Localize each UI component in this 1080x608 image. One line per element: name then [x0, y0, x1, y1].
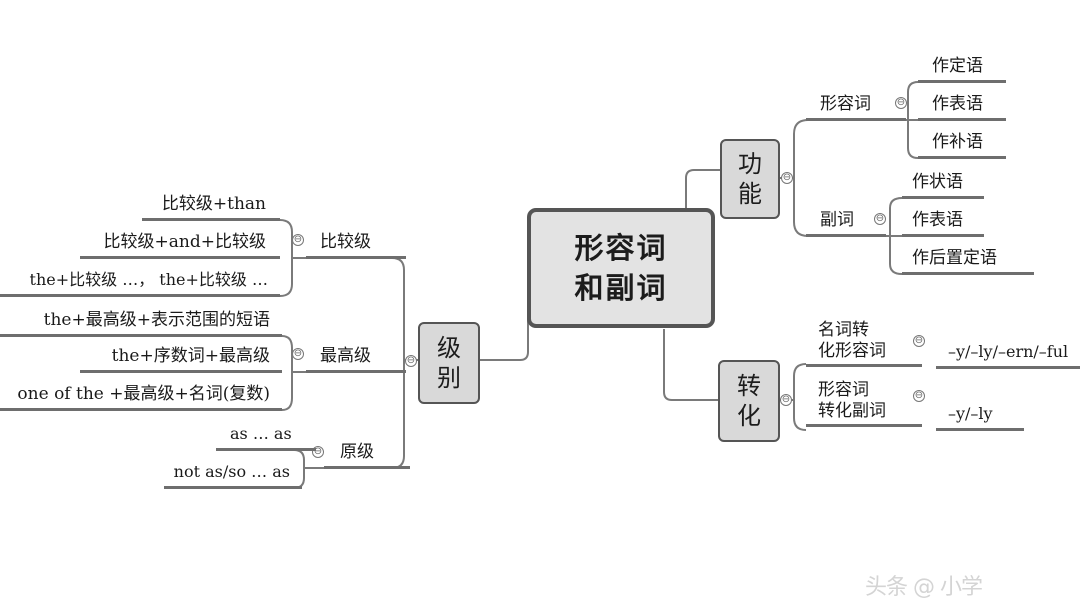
- leaf-mingci-suffix[interactable]: –y/–ly/–ern/–ful: [936, 342, 1080, 369]
- node-fuci[interactable]: 副词: [806, 210, 886, 237]
- node-zhuanhua[interactable]: 转 化: [718, 360, 780, 442]
- leaf-bijiaoji-and[interactable]: 比较级+and+比较级: [80, 232, 280, 259]
- leaf-xingrongci-suffix[interactable]: –y/–ly: [936, 404, 1024, 431]
- central-line-2: 和副词: [574, 271, 668, 305]
- leaf-bijiaoji-than[interactable]: 比较级+than: [142, 194, 280, 221]
- node-yuanji[interactable]: 原级: [324, 442, 410, 469]
- node-gongneng-char-2: 能: [738, 180, 762, 208]
- node-bijiaoji[interactable]: 比较级: [306, 232, 406, 259]
- collapse-icon[interactable]: ⊖: [913, 335, 925, 347]
- node-xingrongci-zhuanhua-line-2: 转化副词: [818, 401, 886, 421]
- node-mingci-zhuanhua-line-2: 化形容词: [818, 341, 886, 361]
- leaf-zuigaoji-fanwei[interactable]: the+最高级+表示范围的短语: [0, 310, 282, 337]
- node-zuigaoji[interactable]: 最高级: [306, 346, 406, 373]
- node-zhuanhua-char-2: 化: [737, 402, 761, 430]
- collapse-icon[interactable]: ⊖: [292, 348, 304, 360]
- collapse-icon[interactable]: ⊖: [781, 172, 793, 184]
- node-gongneng-char-1: 功: [738, 150, 762, 178]
- leaf-yuanji-asas[interactable]: as … as: [216, 424, 316, 451]
- collapse-icon[interactable]: ⊖: [913, 390, 925, 402]
- leaf-yuanji-notas[interactable]: not as/so … as: [164, 462, 302, 489]
- node-mingci-zhuanhua-line-1: 名词转: [818, 320, 869, 340]
- collapse-icon[interactable]: ⊖: [895, 97, 907, 109]
- node-xingrongci-zhuanhua-line-1: 形容词: [818, 380, 869, 400]
- leaf-zuigaoji-oneof[interactable]: one of the +最高级+名词(复数): [0, 384, 282, 411]
- node-zhuanhua-char-1: 转: [737, 372, 761, 400]
- node-gongneng[interactable]: 功 能: [720, 139, 780, 219]
- node-xingrongci-zhuanhua[interactable]: 形容词 转化副词: [806, 380, 922, 427]
- leaf-zuohouzhidingyu[interactable]: 作后置定语: [902, 248, 1034, 275]
- node-mingci-zhuanhua[interactable]: 名词转 化形容词: [806, 320, 922, 367]
- leaf-zuobiaoyu-2[interactable]: 作表语: [902, 210, 984, 237]
- node-jibie-char-2: 别: [437, 364, 461, 392]
- leaf-zuigaoji-xushuci[interactable]: the+序数词+最高级: [80, 346, 282, 373]
- leaf-zuozhuangyu[interactable]: 作状语: [902, 172, 984, 199]
- leaf-bijiaoji-the[interactable]: the+比较级 …， the+比较级 …: [0, 270, 280, 297]
- collapse-icon[interactable]: ⊖: [780, 394, 792, 406]
- collapse-icon[interactable]: ⊖: [874, 213, 886, 225]
- watermark: 头条 @ 小学: [865, 575, 983, 600]
- central-line-1: 形容词: [574, 231, 668, 265]
- collapse-icon[interactable]: ⊖: [292, 234, 304, 246]
- leaf-zuodingyu[interactable]: 作定语: [918, 56, 1006, 83]
- collapse-icon[interactable]: ⊖: [405, 355, 417, 367]
- leaf-zuobiaoyu[interactable]: 作表语: [918, 94, 1006, 121]
- central-node[interactable]: 形容词 和副词: [527, 208, 715, 328]
- node-jibie-char-1: 级: [437, 334, 461, 362]
- leaf-zuobuyu[interactable]: 作补语: [918, 132, 1006, 159]
- node-xingrongci[interactable]: 形容词: [806, 94, 906, 121]
- node-jibie[interactable]: 级 别: [418, 322, 480, 404]
